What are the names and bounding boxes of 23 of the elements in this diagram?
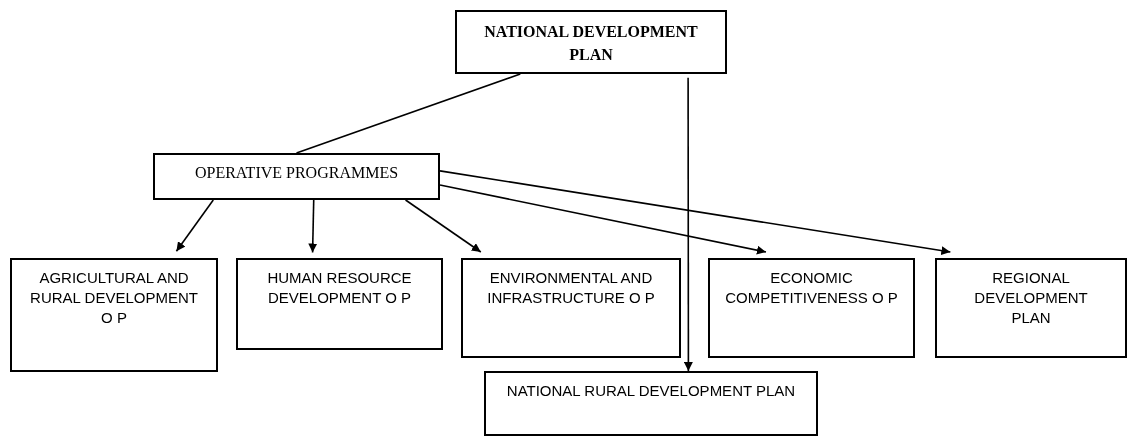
plan-box — [935, 258, 1127, 358]
arrow — [175, 199, 215, 252]
arrow — [683, 77, 693, 372]
node-label: NATIONAL RURAL DEVELOPMENT PLAN — [505, 381, 797, 401]
plan-box — [455, 10, 727, 74]
programme-box — [236, 258, 443, 350]
node-label: HUMAN RESOURCE DEVELOPMENT O P — [266, 268, 413, 308]
connector-line — [295, 73, 522, 154]
node-label: AGRICULTURAL AND RURAL DEVELOPMENT O P — [29, 268, 199, 328]
node-label: ECONOMIC COMPETITIVENESS O P — [724, 268, 899, 308]
arrow — [439, 170, 952, 256]
programme-box — [461, 258, 681, 358]
programme-box — [153, 153, 440, 200]
arrow — [439, 184, 767, 255]
programme-box — [708, 258, 915, 358]
node-label: OPERATIVE PROGRAMMES — [193, 163, 400, 183]
node-label: NATIONAL DEVELOPMENT PLAN — [483, 22, 699, 65]
plan-box — [484, 371, 818, 436]
arrow — [404, 199, 482, 253]
node-label: ENVIRONMENTAL AND INFRASTRUCTURE O P — [486, 268, 656, 308]
programme-box — [10, 258, 218, 372]
arrow — [308, 199, 318, 254]
node-label: REGIONAL DEVELOPMENT PLAN — [973, 268, 1089, 328]
